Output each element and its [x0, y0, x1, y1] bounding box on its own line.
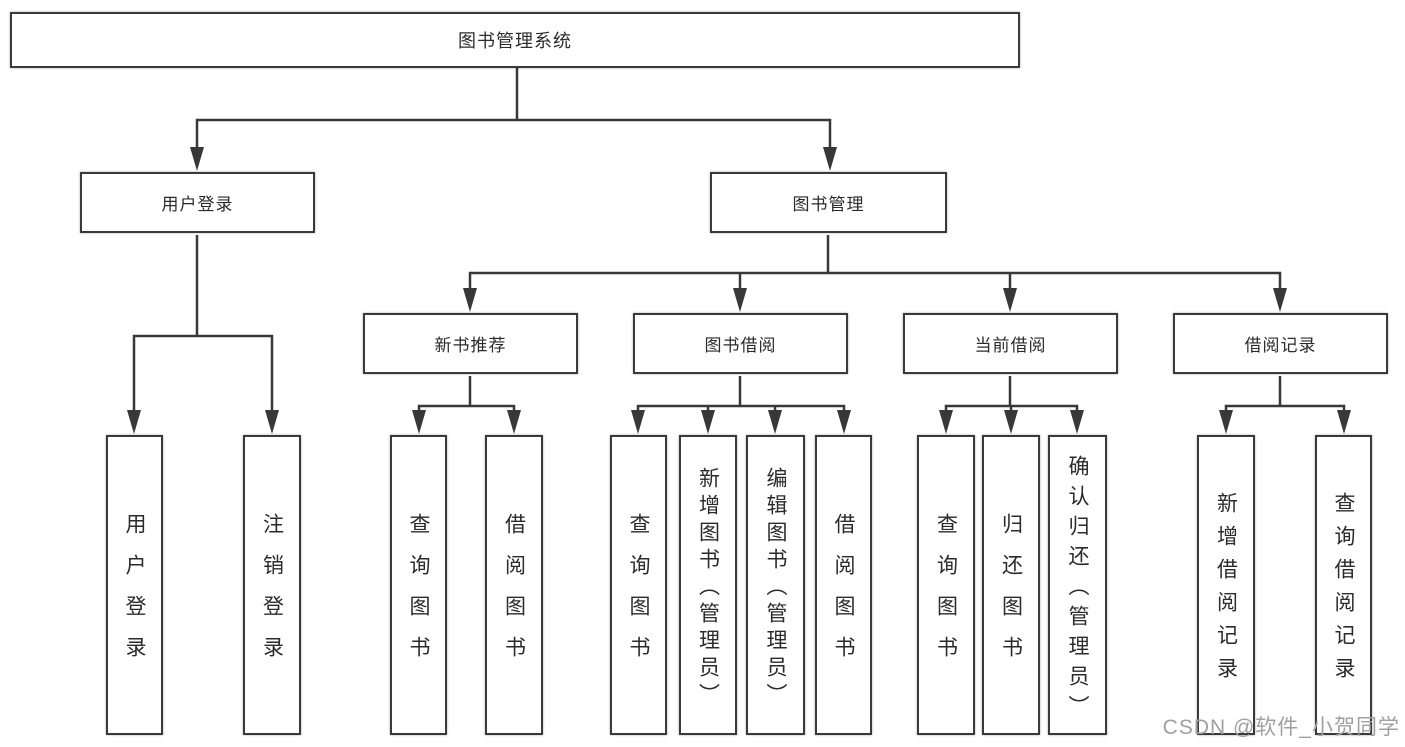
- arrow-icon: [837, 410, 851, 434]
- node-label: 归还图书: [999, 513, 1023, 677]
- connector-borrow-to-leaves: [636, 376, 846, 418]
- leaf-logout: 注销登录: [243, 435, 301, 735]
- connector-bookmgmt-to-level3: [468, 235, 1282, 295]
- csdn-watermark: CSDN @软件_小贺同学: [1162, 716, 1400, 739]
- node-label: 用户登录: [123, 513, 146, 677]
- node-label: 图书管理系统: [458, 31, 572, 51]
- node-label: 查询借阅记录: [1332, 492, 1355, 690]
- connector-records-to-leaves: [1224, 376, 1346, 418]
- node-label: 借阅图书: [832, 513, 855, 677]
- leaf-query-books-recommend: 查询图书: [390, 435, 447, 735]
- node-new-book-recommend: 新书推荐: [363, 313, 578, 374]
- arrow-icon: [127, 410, 141, 434]
- arrow-icon: [701, 410, 715, 434]
- arrow-icon: [507, 410, 521, 434]
- arrow-icon: [631, 410, 645, 434]
- node-book-management: 图书管理: [710, 172, 947, 233]
- node-borrowing-records: 借阅记录: [1173, 313, 1388, 374]
- node-label: 图书借阅: [704, 336, 777, 355]
- node-label: 查询图书: [627, 513, 650, 677]
- leaf-confirm-return-admin: 确认归还（管理员）: [1048, 435, 1107, 735]
- node-label: 当前借阅: [974, 336, 1047, 355]
- arrow-icon: [1273, 288, 1287, 312]
- node-label: 新书推荐: [434, 336, 507, 355]
- arrow-icon: [1070, 410, 1084, 434]
- leaf-user-login: 用户登录: [106, 435, 163, 735]
- arrow-icon: [412, 410, 426, 434]
- leaf-add-borrow-record: 新增借阅记录: [1197, 435, 1255, 735]
- arrow-icon: [1003, 288, 1017, 312]
- leaf-borrow-books: 借阅图书: [815, 435, 872, 735]
- arrow-icon: [463, 288, 477, 312]
- node-label: 用户登录: [161, 195, 234, 214]
- node-user-login: 用户登录: [80, 172, 315, 233]
- node-current-borrowing: 当前借阅: [903, 313, 1118, 374]
- node-label: 查询图书: [934, 513, 958, 677]
- node-book-borrowing: 图书借阅: [633, 313, 848, 374]
- arrow-icon: [768, 410, 782, 434]
- arrow-icon: [733, 288, 747, 312]
- leaf-query-borrow-record: 查询借阅记录: [1315, 435, 1372, 735]
- node-label: 图书管理: [792, 195, 865, 214]
- node-label: 确认归还（管理员）: [1066, 454, 1089, 725]
- leaf-query-books-current: 查询图书: [917, 435, 975, 735]
- node-label: 编辑图书（管理员）: [764, 466, 787, 710]
- connector-userlogin-to-leaves: [132, 235, 274, 418]
- leaf-borrow-books-recommend: 借阅图书: [485, 435, 543, 735]
- arrow-icon: [265, 410, 279, 434]
- arrow-icon: [1004, 410, 1018, 434]
- node-label: 新增图书（管理员）: [696, 466, 720, 710]
- node-label: 注销登录: [260, 513, 284, 677]
- connector-root-to-level2: [195, 68, 832, 154]
- arrow-icon: [1337, 410, 1351, 434]
- leaf-return-books: 归还图书: [982, 435, 1040, 735]
- node-label: 借阅图书: [502, 513, 526, 677]
- node-root-system: 图书管理系统: [10, 12, 1020, 68]
- leaf-edit-books-admin: 编辑图书（管理员）: [746, 435, 805, 735]
- arrow-icon: [190, 147, 204, 171]
- leaf-add-books-admin: 新增图书（管理员）: [679, 435, 737, 735]
- arrow-icon: [823, 147, 837, 171]
- arrow-icon: [939, 410, 953, 434]
- node-label: 查询图书: [407, 513, 430, 677]
- node-label: 借阅记录: [1244, 336, 1317, 355]
- connector-newbook-to-leaves: [417, 376, 516, 418]
- leaf-query-books-borrow: 查询图书: [610, 435, 667, 735]
- node-label: 新增借阅记录: [1214, 492, 1238, 690]
- arrow-icon: [1219, 410, 1233, 434]
